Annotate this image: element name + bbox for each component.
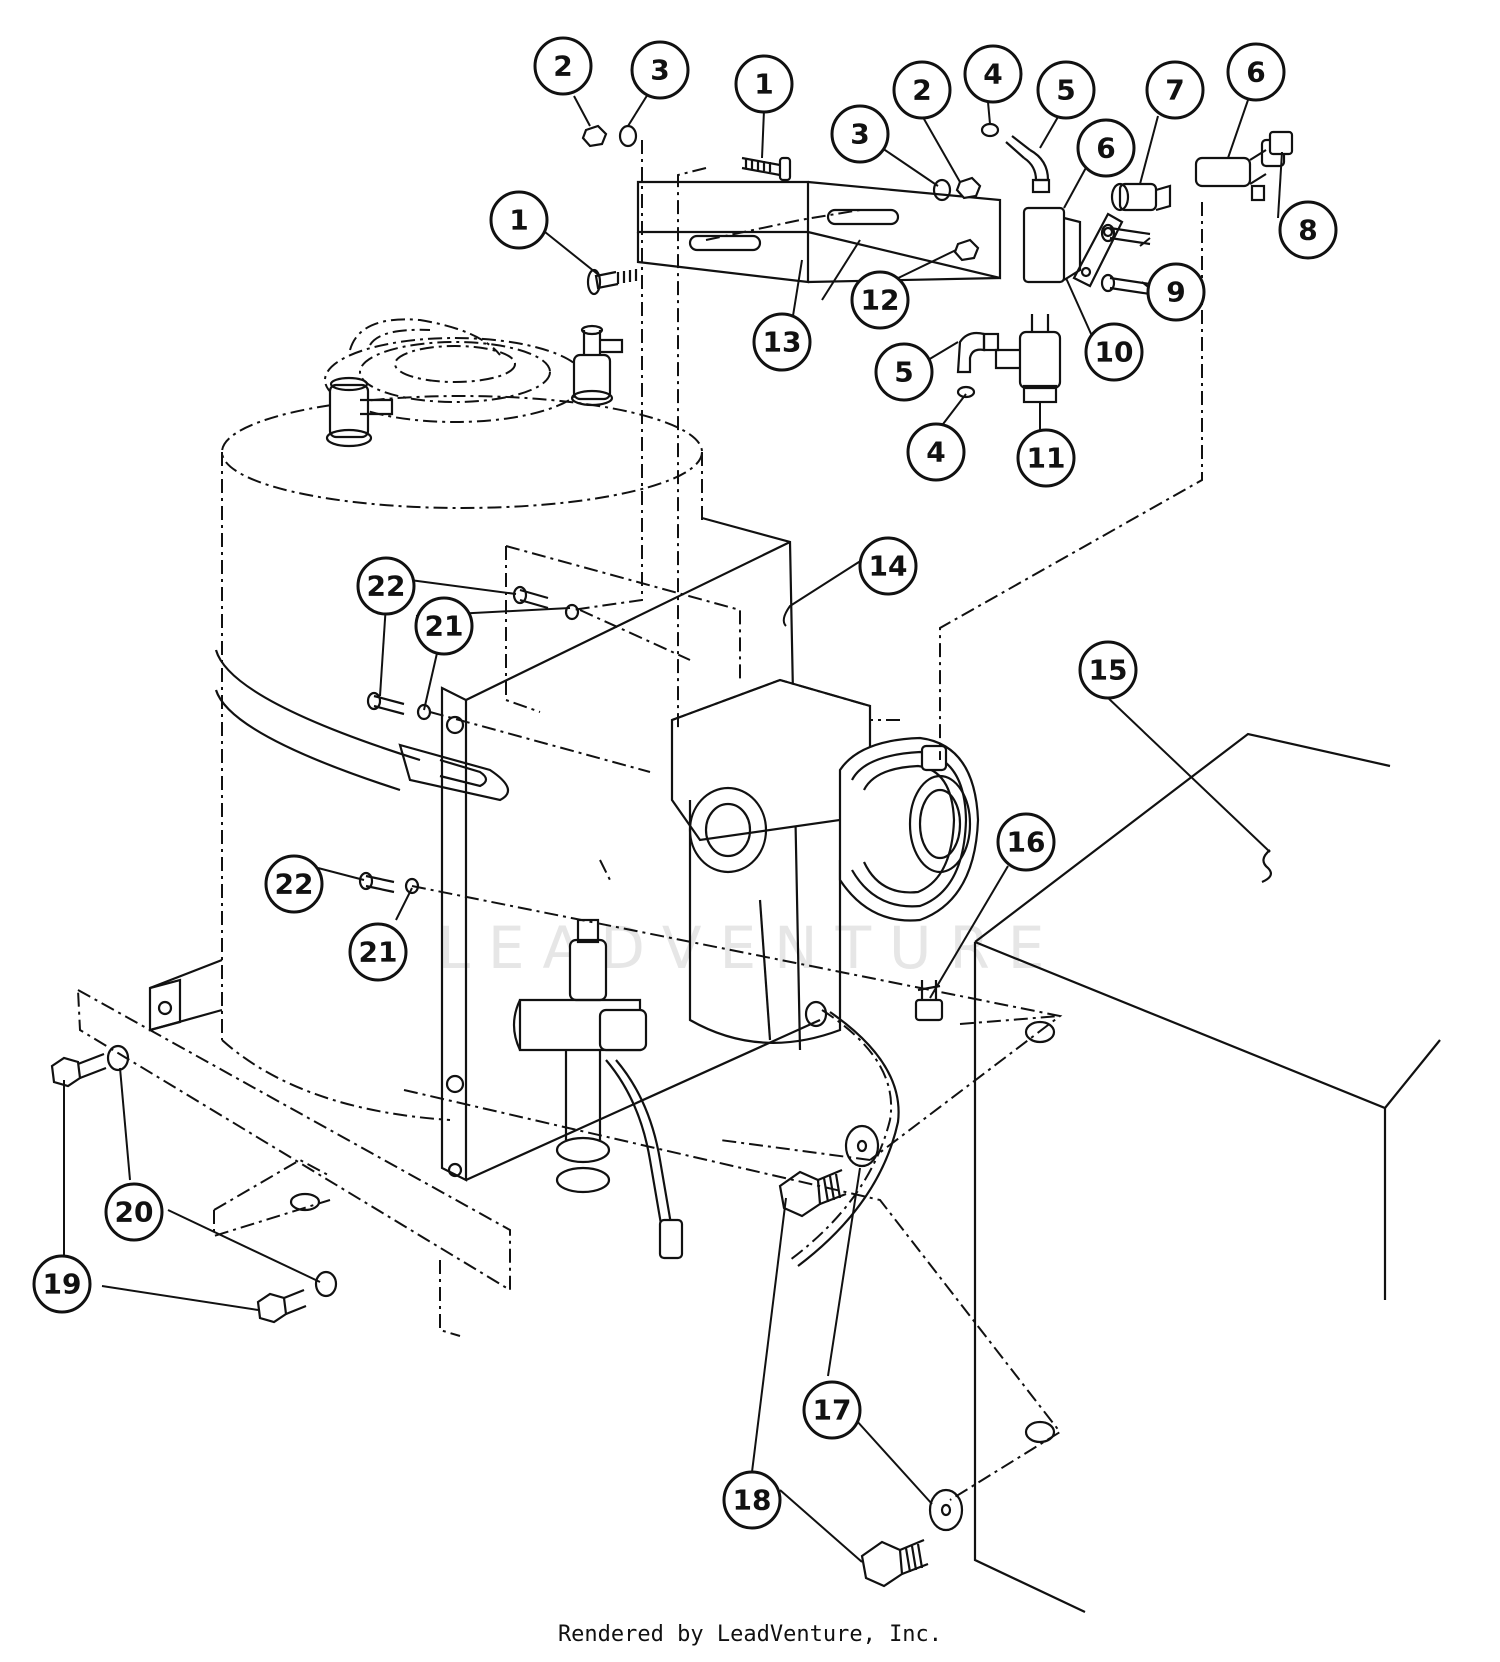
svg-text:1: 1: [509, 204, 528, 237]
svg-text:14: 14: [869, 550, 908, 583]
svg-text:11: 11: [1027, 442, 1066, 475]
pipe-plug: [1268, 130, 1294, 156]
svg-text:2: 2: [553, 50, 572, 83]
callout-1: 1: [489, 190, 549, 250]
svg-text:21: 21: [425, 610, 464, 643]
band-clip: [398, 743, 510, 802]
blower-housing: [838, 736, 980, 922]
elbow-fitting-bottom: [956, 331, 1000, 399]
nut-washer-left: [581, 124, 638, 148]
callout-22: 22: [264, 854, 324, 914]
svg-text:4: 4: [926, 436, 945, 469]
hole-upper: [1024, 1020, 1056, 1044]
svg-text:7: 7: [1165, 74, 1184, 107]
fitting-block: [1022, 206, 1082, 284]
svg-text:20: 20: [115, 1196, 154, 1229]
callout-8: 8: [1278, 200, 1338, 260]
callout-3: 3: [630, 40, 690, 100]
svg-text:21: 21: [359, 936, 398, 969]
svg-text:12: 12: [861, 284, 900, 317]
dome-fitting-right: [570, 324, 624, 407]
callout-13: 13: [752, 312, 812, 372]
callout-21: 21: [348, 922, 408, 982]
elbow-fitting-top: [980, 122, 1051, 194]
adapter-fitting: [1110, 182, 1172, 212]
svg-text:10: 10: [1095, 336, 1134, 369]
bracket-bolt-top: [741, 156, 792, 182]
bolt-left-upper: [50, 1044, 130, 1088]
callout-18: 18: [722, 1470, 782, 1530]
callout-6: 6: [1226, 42, 1286, 102]
callout-5: 5: [874, 342, 934, 402]
svg-text:5: 5: [1056, 74, 1075, 107]
bolt-left-lower: [256, 1270, 338, 1324]
svg-text:15: 15: [1089, 654, 1128, 687]
svg-text:6: 6: [1246, 56, 1265, 89]
limit-switch: [914, 980, 944, 1022]
callout-1: 1: [734, 54, 794, 114]
tank-vessel: [214, 395, 703, 1121]
callout-20: 20: [104, 1182, 164, 1242]
base-rail: [76, 988, 511, 1337]
callout-6: 6: [1076, 118, 1136, 178]
svg-text:19: 19: [43, 1268, 82, 1301]
callout-17: 17: [802, 1380, 862, 1440]
callout-15: 15: [1078, 640, 1138, 700]
callout-22: 22: [356, 556, 416, 616]
wire-harness: [789, 1000, 900, 1267]
small-nut-center: [953, 238, 980, 262]
cabinet-panel: [148, 516, 821, 1182]
callout-2: 2: [892, 60, 952, 120]
dome-fitting-left: [325, 376, 394, 448]
tee-fitting-bottom: [994, 314, 1062, 404]
appliance-box: [973, 732, 1441, 1613]
svg-text:13: 13: [763, 326, 802, 359]
svg-text:18: 18: [733, 1484, 772, 1517]
svg-text:8: 8: [1298, 214, 1317, 247]
assembly-lines: [403, 140, 1203, 1501]
svg-text:4: 4: [983, 58, 1002, 91]
callout-21: 21: [414, 596, 474, 656]
svg-text:17: 17: [813, 1394, 852, 1427]
callout-16: 16: [996, 812, 1056, 872]
svg-text:2: 2: [912, 74, 931, 107]
washer-upper-right: [844, 1124, 880, 1168]
svg-text:9: 9: [1166, 276, 1185, 309]
callout-7: 7: [1145, 60, 1205, 120]
gasket-plate: [1072, 212, 1124, 288]
svg-text:16: 16: [1007, 826, 1046, 859]
svg-text:6: 6: [1096, 132, 1115, 165]
callouts: 2 3 1 2 4 5 7 6 3 6 1 8 9 12 13 10 5 4 1…: [32, 36, 1338, 1530]
bolt-upper-right: [778, 1168, 847, 1218]
hole-lower: [1024, 1420, 1056, 1444]
callout-2: 2: [533, 36, 593, 96]
svg-text:3: 3: [650, 54, 669, 87]
mounting-bracket: [636, 180, 1002, 284]
callout-5: 5: [1036, 60, 1096, 120]
callout-12: 12: [850, 270, 910, 330]
callout-3: 3: [830, 104, 890, 164]
bolt-lower-right: [860, 1538, 929, 1588]
callout-11: 11: [1016, 428, 1076, 488]
callout-4: 4: [906, 422, 966, 482]
callout-14: 14: [858, 536, 918, 596]
valve-assembly: [512, 918, 684, 1260]
callout-4: 4: [963, 44, 1023, 104]
tee-block-right: [1194, 138, 1286, 202]
svg-text:1: 1: [754, 68, 773, 101]
footer-credit: Rendered by LeadVenture, Inc.: [557, 1622, 943, 1647]
callout-19: 19: [32, 1254, 92, 1314]
svg-text:3: 3: [850, 118, 869, 151]
watermark-text: LEADVENTURE: [438, 914, 1063, 982]
washer-lower-right: [928, 1488, 964, 1532]
callout-9: 9: [1146, 262, 1206, 322]
tank-dome: [324, 318, 624, 448]
callout-10: 10: [1084, 322, 1144, 382]
svg-text:22: 22: [275, 868, 314, 901]
svg-text:22: 22: [367, 570, 406, 603]
svg-text:5: 5: [894, 356, 913, 389]
leader-lines: [63, 93, 1283, 1563]
nut-washer-right: [932, 176, 982, 202]
